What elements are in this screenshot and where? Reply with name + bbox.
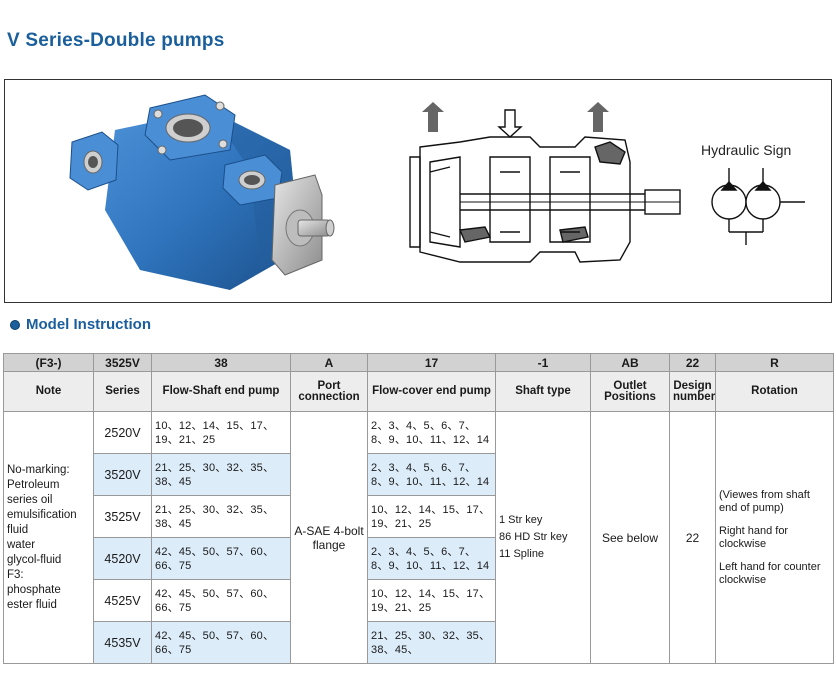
design-number-cell: 22 xyxy=(669,411,716,664)
code-cell: (F3-) xyxy=(3,353,94,372)
port-connection-cell: A-SAE 4-bolt flange xyxy=(290,411,368,664)
column-label: Flow-cover end pump xyxy=(367,371,496,412)
product-figure: Hydraulic Sign xyxy=(4,79,832,303)
rotation-right: Right hand for clockwise xyxy=(719,524,789,550)
code-cell: 3525V xyxy=(93,353,152,372)
column-label: Series xyxy=(93,371,152,412)
note-cell: No-marking: Petroleum series oil emulsif… xyxy=(3,411,94,664)
cross-section-drawing xyxy=(409,102,681,263)
cover-flow-cell: 10、12、14、15、17、19、21、25 xyxy=(367,495,496,538)
column-label: Note xyxy=(3,371,94,412)
note-line: water xyxy=(7,538,36,551)
code-cell: AB xyxy=(590,353,670,372)
series-cell: 4535V xyxy=(93,621,152,664)
column-label: Shaft type xyxy=(495,371,591,412)
table-row: 3520V 21、25、30、32、35、38、45 2、3、4、5、6、7、8… xyxy=(4,453,834,496)
shaft-flow-cell: 42、45、50、57、60、66、75 xyxy=(151,621,291,664)
shaft-flow-cell: 42、45、50、57、60、66、75 xyxy=(151,579,291,622)
code-cell: 17 xyxy=(367,353,496,372)
table-row: 3525V 21、25、30、32、35、38、45 10、12、14、15、1… xyxy=(4,495,834,538)
cover-flow-cell: 10、12、14、15、17、19、21、25 xyxy=(367,579,496,622)
note-line: No-marking: xyxy=(7,463,70,476)
section-heading: Model Instruction xyxy=(10,316,151,333)
column-label-row: Note Series Flow-Shaft end pump Port con… xyxy=(3,371,834,412)
series-cell: 2520V xyxy=(93,411,152,454)
code-cell: 38 xyxy=(151,353,291,372)
note-line: glycol-fluid xyxy=(7,553,62,566)
outlet-positions-cell: See below xyxy=(590,411,670,664)
code-cell: A xyxy=(290,353,368,372)
series-cell: 3520V xyxy=(93,453,152,496)
note-line: ester fluid xyxy=(7,598,57,611)
shaft-type-cell: 1 Str key 86 HD Str key 11 Spline xyxy=(495,411,591,664)
shaft-flow-cell: 21、25、30、32、35、38、45 xyxy=(151,495,291,538)
rotation-view-note: (Viewes from shaft end of pump) xyxy=(719,488,810,514)
pump-photo xyxy=(69,94,335,290)
cover-flow-cell: 2、3、4、5、6、7、8、9、10、11、12、14 xyxy=(367,411,496,454)
series-cell: 4525V xyxy=(93,579,152,622)
bullet-icon xyxy=(10,319,20,330)
series-cell: 3525V xyxy=(93,495,152,538)
note-line: series oil xyxy=(7,493,53,506)
column-label: Outlet Positions xyxy=(590,371,670,412)
code-cell: R xyxy=(715,353,834,372)
column-label: Port connection xyxy=(290,371,368,412)
code-cell: 22 xyxy=(669,353,716,372)
page-title: V Series-Double pumps xyxy=(7,30,225,51)
table-row: 4520V 42、45、50、57、60、66、75 2、3、4、5、6、7、8… xyxy=(4,537,834,580)
code-cell: -1 xyxy=(495,353,591,372)
shaft-type-item: 1 Str key xyxy=(499,514,543,526)
section-heading-text: Model Instruction xyxy=(26,316,151,333)
shaft-type-item: 11 Spline xyxy=(499,548,545,560)
note-line: F3: xyxy=(7,568,24,581)
table-row: 4535V 42、45、50、57、60、66、75 21、25、30、32、3… xyxy=(4,621,834,664)
note-line: fluid xyxy=(7,523,29,536)
hydraulic-symbol-icon xyxy=(711,168,805,245)
model-instruction-table: (F3-) 3525V 38 A 17 -1 AB 22 R Note Seri… xyxy=(3,353,834,664)
cover-flow-cell: 2、3、4、5、6、7、8、9、10、11、12、14 xyxy=(367,537,496,580)
note-line: phosphate xyxy=(7,583,61,596)
column-label: Flow-Shaft end pump xyxy=(151,371,291,412)
note-line: Petroleum xyxy=(7,478,60,491)
cover-flow-cell: 21、25、30、32、35、38、45、 xyxy=(367,621,496,664)
shaft-type-item: 86 HD Str key xyxy=(499,531,568,543)
series-cell: 4520V xyxy=(93,537,152,580)
table-row: 4525V 42、45、50、57、60、66、75 10、12、14、15、1… xyxy=(4,579,834,622)
hydraulic-sign-label: Hydraulic Sign xyxy=(701,142,792,158)
shaft-flow-cell: 42、45、50、57、60、66、75 xyxy=(151,537,291,580)
cover-flow-cell: 2、3、4、5、6、7、8、9、10、11、12、14 xyxy=(367,453,496,496)
shaft-flow-cell: 10、12、14、15、17、19、21、25 xyxy=(151,411,291,454)
shaft-flow-cell: 21、25、30、32、35、38、45 xyxy=(151,453,291,496)
column-label: Rotation xyxy=(715,371,834,412)
table-row: No-marking: Petroleum series oil emulsif… xyxy=(3,411,834,664)
model-code-row: (F3-) 3525V 38 A 17 -1 AB 22 R xyxy=(3,353,834,372)
rotation-left: Left hand for counter clockwise xyxy=(719,560,821,586)
note-line: emulsification xyxy=(7,508,77,521)
column-label: Design number xyxy=(669,371,716,412)
rotation-cell: (Viewes from shaft end of pump) Right ha… xyxy=(715,411,834,664)
